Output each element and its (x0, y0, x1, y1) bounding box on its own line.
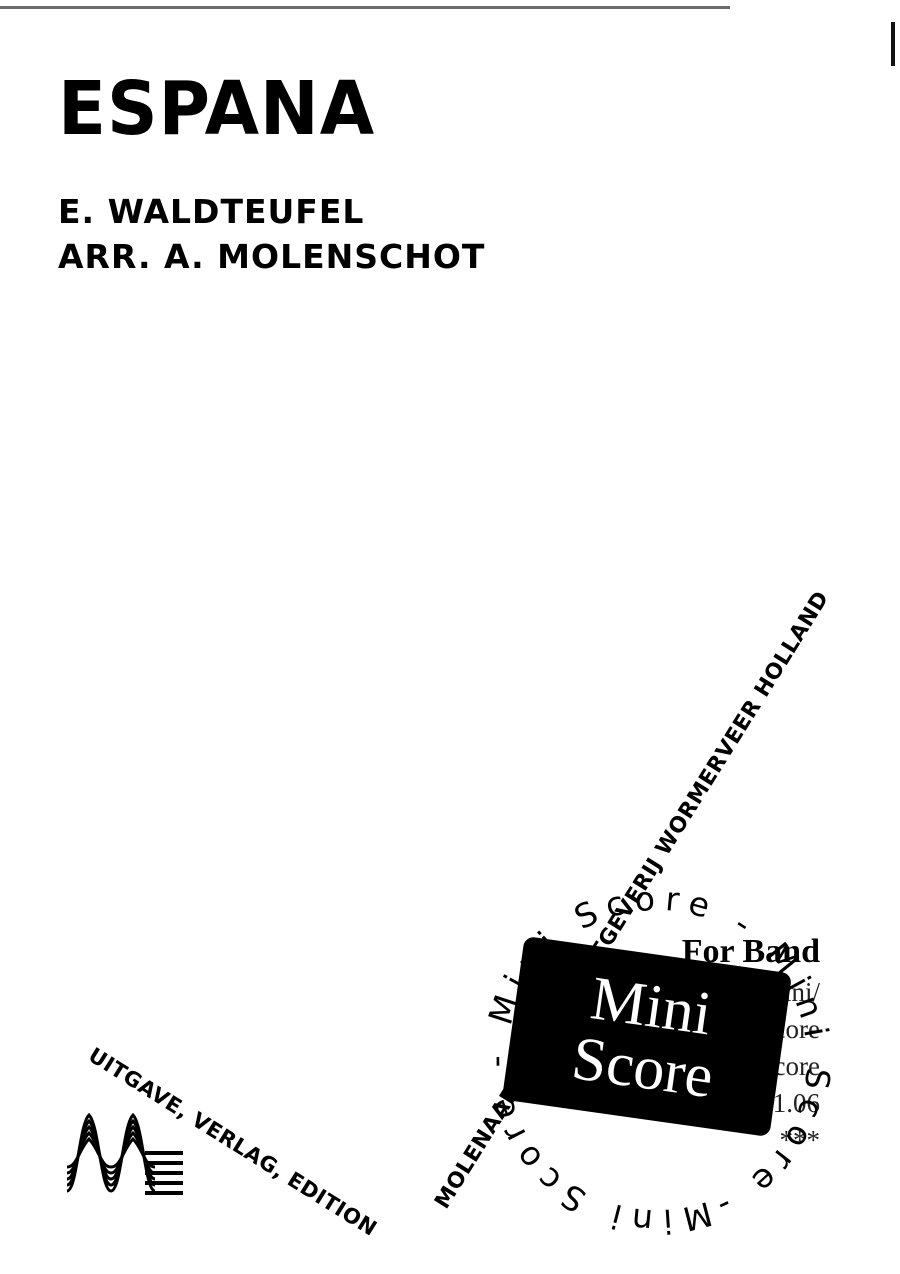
arranger-credit: ARR. A. MOLENSCHOT (58, 237, 486, 276)
grade-stars: *** (779, 1125, 821, 1155)
edge-mark (891, 22, 895, 66)
molenaar-logo-icon (66, 1112, 183, 1195)
cover-title: ESPANA (58, 66, 376, 152)
top-rule (0, 6, 730, 9)
composer-credit: E. WALDTEUFEL (58, 192, 365, 231)
